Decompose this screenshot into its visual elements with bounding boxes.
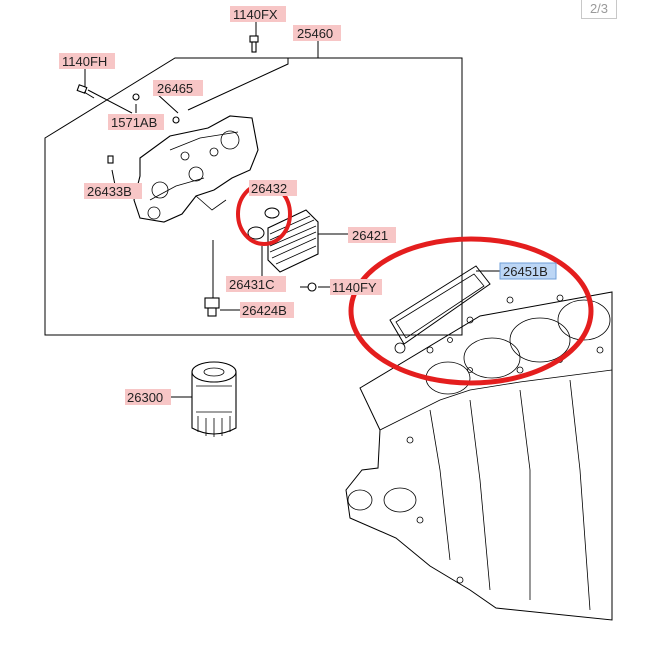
part-label-26421[interactable]: 26421	[348, 227, 396, 243]
svg-text:26451B: 26451B	[503, 264, 548, 279]
part-label-26465[interactable]: 26465	[153, 80, 203, 96]
part-label-26432[interactable]: 26432	[249, 180, 297, 196]
part-label-26300[interactable]: 26300	[125, 389, 171, 405]
svg-text:26465: 26465	[157, 81, 193, 96]
part-label-26424b[interactable]: 26424B	[240, 302, 294, 318]
svg-text:1140FH: 1140FH	[62, 54, 107, 69]
part-label-26431c[interactable]: 26431C	[226, 276, 286, 292]
part-label-26433b[interactable]: 26433B	[84, 183, 142, 199]
plug-26433b	[107, 155, 114, 164]
frame-inner-line	[187, 58, 289, 111]
part-label-1140fh[interactable]: 1140FH	[59, 53, 115, 69]
svg-text:1571AB: 1571AB	[111, 115, 157, 130]
bolt-1140fx	[249, 35, 259, 53]
oil-cooler-26421	[267, 209, 319, 273]
page-indicator: 2/3	[581, 0, 617, 19]
fitting-1571ab	[172, 116, 180, 124]
svg-text:26433B: 26433B	[87, 184, 132, 199]
assembly-frame	[44, 57, 463, 336]
part-label-1571ab[interactable]: 1571AB	[108, 114, 164, 130]
svg-text:26432: 26432	[251, 181, 287, 196]
fitting-26465	[132, 93, 140, 101]
svg-text:26431C: 26431C	[229, 277, 275, 292]
svg-text:26421: 26421	[352, 228, 388, 243]
svg-text:26424B: 26424B	[242, 303, 287, 318]
highlight-circle-gasket	[348, 236, 594, 386]
part-label-26451b[interactable]: 26451B	[499, 262, 557, 280]
svg-text:26300: 26300	[127, 390, 163, 405]
svg-text:25460: 25460	[297, 26, 333, 41]
oil-filter-housing-25460	[133, 115, 259, 223]
bolt-1140fy	[300, 282, 317, 292]
gasket-26451b	[389, 265, 491, 354]
part-label-1140fy[interactable]: 1140FY	[330, 279, 382, 295]
engine-block	[345, 291, 613, 621]
fitting-26424b	[204, 297, 220, 317]
part-label-25460[interactable]: 25460	[293, 25, 341, 41]
leader-lines	[84, 22, 500, 398]
svg-text:1140FX: 1140FX	[233, 7, 278, 22]
bolt-1140fh	[76, 84, 95, 99]
o-rings-26432	[247, 207, 280, 240]
part-label-1140fx[interactable]: 1140FX	[230, 6, 286, 22]
svg-text:1140FY: 1140FY	[332, 280, 377, 295]
oil-filter-26300	[191, 361, 237, 437]
